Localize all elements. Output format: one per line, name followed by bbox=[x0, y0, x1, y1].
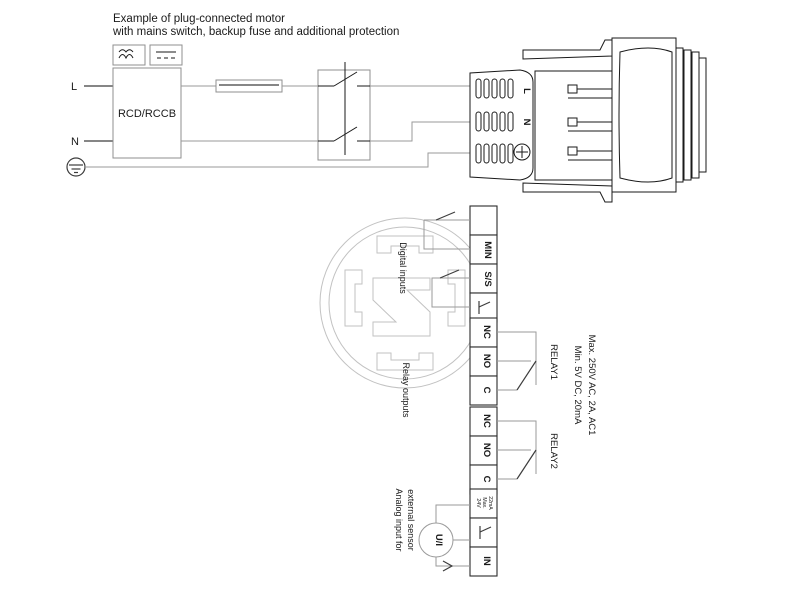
analog-supply-voltage: 24V bbox=[475, 498, 481, 508]
analog-supply-max: Max. bbox=[481, 497, 487, 508]
relay1-terminal-c bbox=[469, 375, 498, 406]
mains-line-label: L bbox=[71, 81, 77, 93]
plug-neutral-label: N bbox=[521, 119, 532, 126]
relay-1-block: NC NO C RELAY1 bbox=[469, 317, 559, 406]
digital-common-ground-icon bbox=[478, 301, 491, 314]
rcd-rccb-label: RCD/RCCB bbox=[118, 108, 176, 120]
terminal-label-ss: S/S bbox=[482, 271, 493, 286]
analog-terminal-in bbox=[469, 546, 498, 577]
analog-terminal-supply bbox=[469, 488, 498, 519]
relay1-label-c: C bbox=[481, 387, 492, 394]
plug-earth-ground-icon bbox=[513, 143, 531, 161]
rcd-rccb-block: RCD/RCCB bbox=[112, 67, 182, 159]
neutral-to-plug bbox=[370, 121, 470, 142]
sensor-symbol: U/I bbox=[418, 504, 470, 572]
digital-input-contact-ss bbox=[431, 269, 470, 308]
analog-input-terminals: 24V Max. 22mA IN bbox=[469, 488, 498, 577]
plug-connector: L N bbox=[469, 37, 707, 203]
ac-waveform-icon bbox=[112, 44, 146, 66]
plug-line-label: L bbox=[521, 88, 532, 94]
dc-dashed-icon bbox=[149, 44, 183, 66]
relay2-label-c: C bbox=[481, 476, 492, 483]
sensor-symbol-label: U/I bbox=[433, 534, 444, 546]
relay-outputs-label: Relay outputs bbox=[401, 362, 411, 418]
relay1-label-nc: NC bbox=[481, 325, 492, 339]
digital-inputs-label: Digital inputs bbox=[398, 242, 408, 294]
analog-label-in: IN bbox=[481, 556, 492, 566]
terminal-block-top bbox=[469, 205, 498, 236]
relay1-terminal-no bbox=[469, 346, 498, 377]
relay-spec-line-1: Max. 250V AC, 2A, AC1 bbox=[586, 335, 597, 436]
fuse-icon bbox=[215, 79, 283, 93]
analog-input-label-2: external sensor bbox=[406, 489, 416, 551]
mains-neutral-label: N bbox=[71, 136, 79, 148]
relay2-label-no: NO bbox=[481, 443, 492, 457]
earth-ground-icon bbox=[66, 157, 86, 177]
relay-spec-line-2: Min. 5V DC, 20mA bbox=[572, 346, 583, 425]
analog-terminal-ground bbox=[469, 517, 498, 548]
title-line-2: with mains switch, backup fuse and addit… bbox=[112, 26, 399, 38]
earth-to-plug bbox=[420, 152, 470, 168]
terminal-label-min: MIN bbox=[482, 241, 493, 259]
analog-supply-current: 22mA bbox=[487, 496, 493, 510]
relay2-label-nc: NC bbox=[481, 414, 492, 428]
digital-input-contact-min bbox=[423, 211, 470, 250]
digital-input-terminals: MIN S/S bbox=[469, 205, 498, 323]
ground-terminal-icon bbox=[479, 526, 492, 539]
analog-input-label-1: Analog input for bbox=[394, 488, 404, 551]
title-line-1: Example of plug-connected motor bbox=[113, 13, 285, 25]
two-pole-switch-icon bbox=[317, 62, 371, 161]
relay1-label-no: NO bbox=[481, 354, 492, 368]
relay2-name: RELAY2 bbox=[548, 433, 559, 469]
relay-2-block: NC NO C RELAY2 bbox=[469, 406, 559, 495]
relay1-name: RELAY1 bbox=[548, 344, 559, 380]
